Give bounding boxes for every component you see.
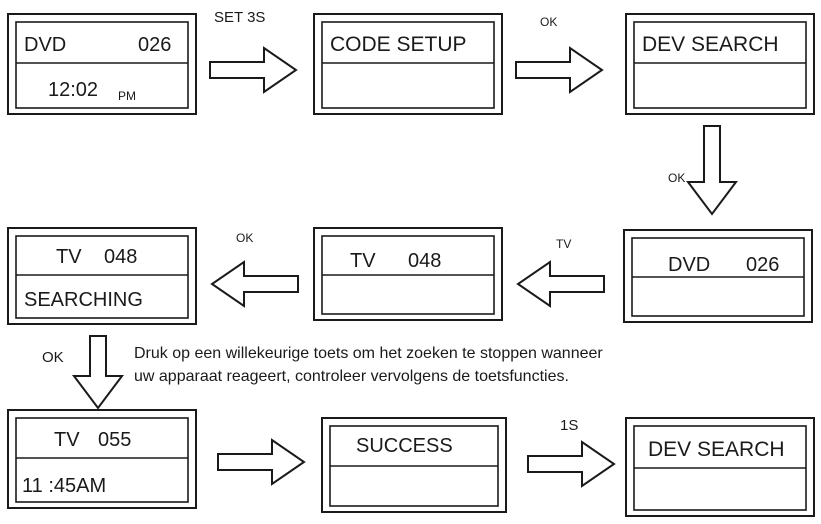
screen-tv-clock: TV 055 11 :45AM <box>7 409 197 509</box>
arrow-ok-1: OK <box>515 15 604 94</box>
arrow-8-label: 1S <box>560 417 578 434</box>
arrow-1s: 1S <box>527 417 616 488</box>
screen-5-code: 048 <box>408 250 441 272</box>
arrow-5-label: OK <box>236 231 253 245</box>
arrow-4-label: TV <box>556 237 571 251</box>
screen-tv-048: TV 048 <box>313 227 503 321</box>
screen-success: SUCCESS <box>321 417 507 513</box>
screen-dev-search-2: DEV SEARCH <box>625 417 815 517</box>
screen-dvd-clock: DVD 026 12:02 PM <box>7 13 197 115</box>
arrow-ok-down-2: OK <box>42 335 124 410</box>
screen-tv-searching: TV 048 SEARCHING <box>7 227 197 325</box>
arrow-set-3s: SET 3S <box>209 9 298 94</box>
arrow-1-label: SET 3S <box>214 9 265 26</box>
screen-6-device: TV <box>56 246 82 268</box>
arrow-6-label: OK <box>42 349 64 366</box>
note-line-1: Druk op een willekeurige toets om het zo… <box>134 345 603 362</box>
screen-1-code: 026 <box>138 34 171 56</box>
arrow-ok-2: OK <box>210 231 299 308</box>
arrow-2-label: OK <box>540 15 557 29</box>
note-line-2: uw apparaat reageert, controleer vervolg… <box>134 368 569 385</box>
screen-4-device: DVD <box>668 254 710 276</box>
arrow-ok-down-1: OK <box>668 125 738 216</box>
screen-7-device: TV <box>54 429 80 451</box>
screen-1-time: 12:02 <box>48 79 98 101</box>
screen-7-time: 11 :45AM <box>22 475 106 497</box>
arrow-tv: TV <box>516 237 605 308</box>
arrow-plain <box>217 438 306 486</box>
screen-3-title: DEV SEARCH <box>642 33 779 56</box>
screen-6-code: 048 <box>104 246 137 268</box>
screen-code-setup: CODE SETUP <box>313 13 503 115</box>
screen-5-device: TV <box>350 250 376 272</box>
screen-8-title: SUCCESS <box>356 435 453 457</box>
screen-1-device: DVD <box>24 34 66 56</box>
arrow-3-label: OK <box>668 171 685 185</box>
screen-1-ampm: PM <box>118 89 136 103</box>
screen-dev-search-1: DEV SEARCH <box>625 13 815 115</box>
screen-4-code: 026 <box>746 254 779 276</box>
instruction-note: Druk op een willekeurige toets om het zo… <box>134 345 603 385</box>
screen-dvd-code: DVD 026 <box>623 229 813 323</box>
screen-7-code: 055 <box>98 429 131 451</box>
screen-9-title: DEV SEARCH <box>648 438 785 461</box>
screen-6-status: SEARCHING <box>24 289 143 311</box>
screen-2-title: CODE SETUP <box>330 33 467 56</box>
